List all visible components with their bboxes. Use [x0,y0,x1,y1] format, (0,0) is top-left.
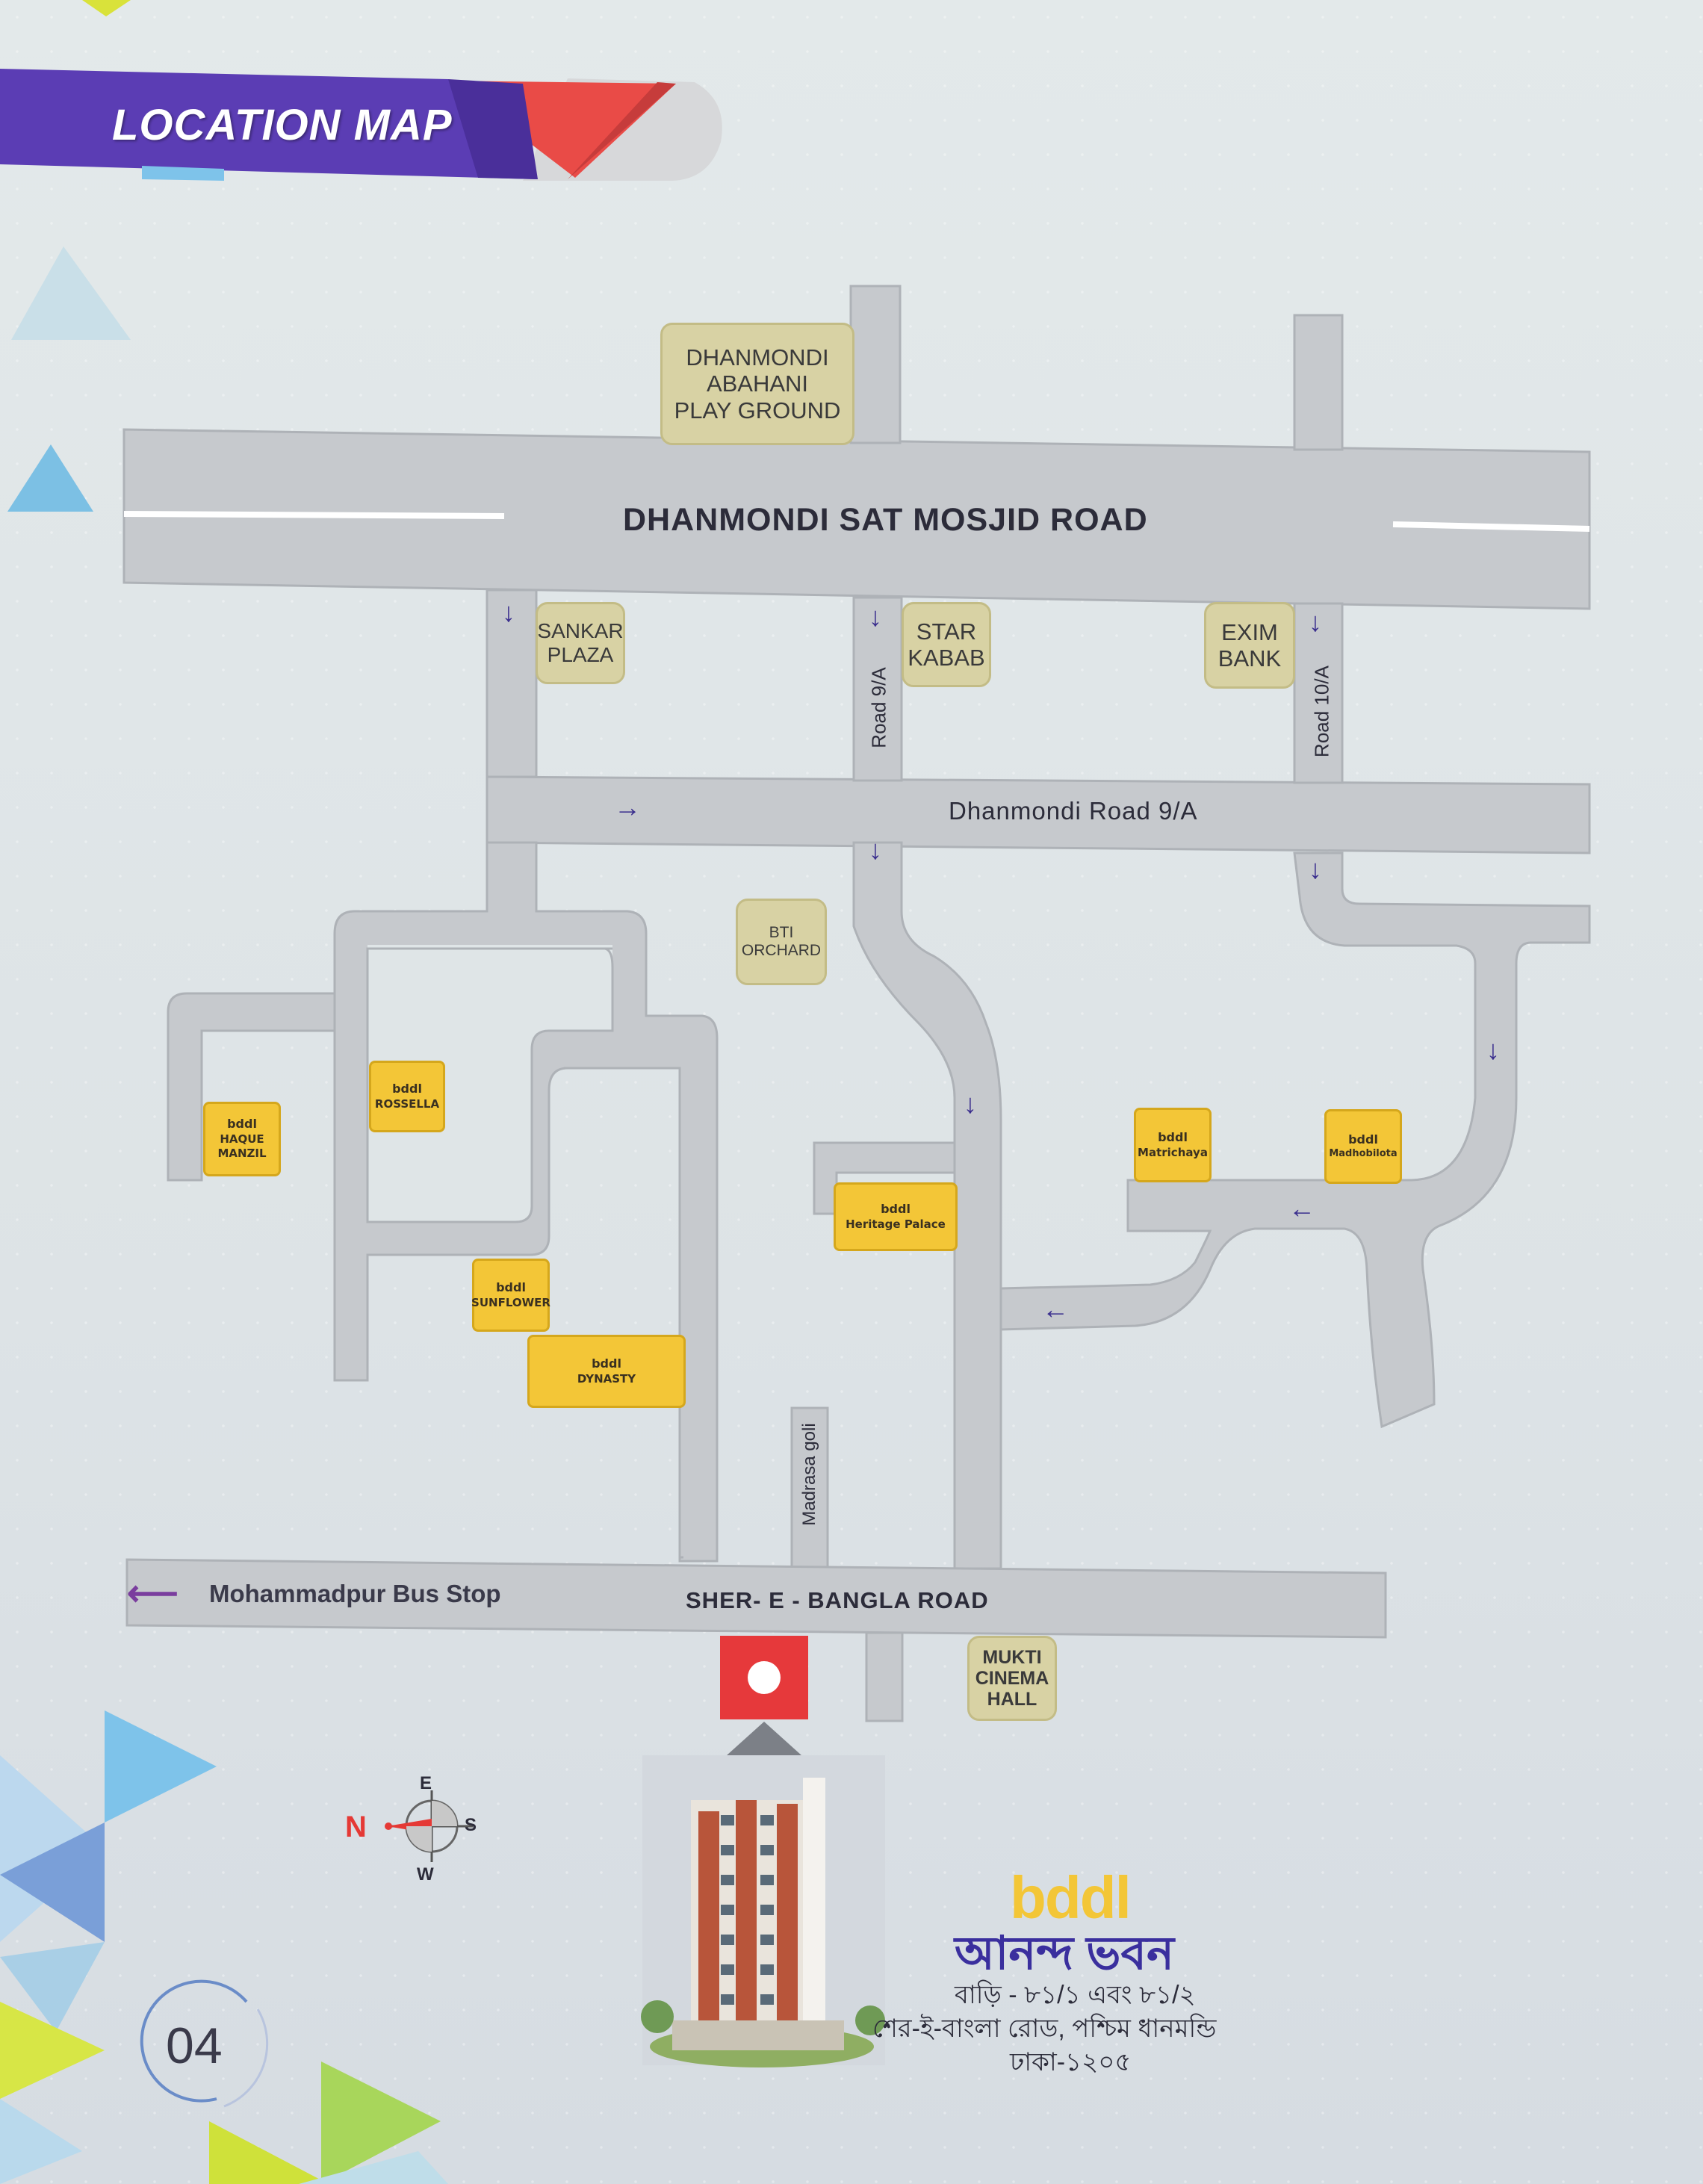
arrow-icon: ↓ [502,597,515,627]
road-stub-north-2 [1293,314,1344,451]
road-label-10a-vertical: Road 10/A [1310,666,1333,757]
road-madrasa-goli [790,1406,829,1574]
arrow-icon: ↓ [964,1088,977,1119]
brand-label: bddl [496,1279,526,1294]
compass-s-label: S [465,1815,477,1835]
road-label-madrasa-goli: Madrasa goli [799,1423,819,1526]
project-name: SUNFLOWER [471,1295,550,1309]
block-rossella [366,947,614,1223]
arrow-icon: ↓ [869,834,882,865]
road-label-9a: Dhanmondi Road 9/A [949,797,1198,825]
brand-label: bddl [1348,1132,1378,1147]
project-rossella: bddl ROSSELLA [369,1061,445,1132]
arrow-icon: ← [1288,1193,1315,1223]
arrow-icon: ↓ [1309,607,1322,637]
project-heritage-palace: bddl Heritage Palace [834,1182,958,1251]
arrow-icon: ← [1042,1294,1069,1324]
road-label-9a-vertical: Road 9/A [867,667,890,748]
compass-n-label: N [345,1811,367,1843]
brand-label: bddl [227,1117,257,1132]
building-image [641,1755,885,2067]
arrow-icon: ↓ [1309,854,1322,884]
landmark-sankar-plaza: SANKAR PLAZA [536,602,625,684]
landmark-star-kabab: STAR KABAB [902,602,991,687]
compass-e-label: E [420,1773,432,1793]
project-name: ROSSELLA [374,1096,440,1111]
compass-icon [385,1790,473,1862]
project-name: Heritage Palace [846,1217,946,1231]
arrow-icon: ↓ [869,601,882,632]
road-label-sat-mosjid: DHANMONDI SAT MOSJID ROAD [623,502,1148,538]
road-10a-vertical [1293,602,1344,784]
road-stub-north-1 [849,285,902,444]
project-madhobilota: bddl Madhobilota [1324,1109,1402,1184]
brand-logo: bddl [1010,1864,1132,1931]
brand-label: bddl [1158,1129,1188,1144]
road-west-vertical [486,589,538,778]
road-haque-branch [167,992,336,1182]
address-line-1: বাড়ি - ৮১/১ এবং ৮১/২ [955,1981,1196,2009]
project-haque-manzil: bddl HAQUE MANZIL [203,1102,281,1176]
project-name-bn: আনন্দ ভবন [955,1928,1175,1979]
compass-w-label: W [417,1864,434,1884]
arrow-icon: ↓ [1486,1034,1500,1065]
project-matrichaya: bddl Matrichaya [1134,1108,1212,1182]
page-title: LOCATION MAP [112,100,453,149]
road-9a-vertical [852,596,903,782]
page-number-ring [140,1979,269,2108]
project-name: Matrichaya [1138,1145,1208,1159]
landmark-bti-orchard: BTI ORCHARD [736,899,827,985]
road-stub-south [865,1631,904,1722]
project-sunflower: bddl SUNFLOWER [471,1259,550,1332]
project-dynasty: bddl DYNASTY [527,1335,686,1408]
brand-label: bddl [592,1356,621,1371]
decorative-triangles [0,0,448,2184]
brand-label: bddl [392,1081,422,1096]
page-number: 04 [166,2017,223,2074]
road-sher-e-bangla [125,1558,1387,1639]
road-label-sher-e-bangla: SHER- E - BANGLA ROAD [686,1587,989,1613]
project-name: DYNASTY [577,1371,636,1386]
road-central-curve [813,841,1002,1570]
project-name: Madhobilota [1329,1147,1398,1159]
road-sat-mosjid [122,428,1591,610]
road-east-curve [999,851,1591,1429]
arrow-icon: → [614,792,641,822]
location-pin-icon [720,1636,808,1755]
brand-label: bddl [881,1201,911,1216]
landmark-exim-bank: EXIM BANK [1204,602,1295,689]
address-line-2: শের-ই-বাংলা রোড, পশ্চিম ধানমন্ডি [872,2014,1217,2043]
bus-stop-label: Mohammadpur Bus Stop [209,1580,501,1607]
address-line-3: ঢাকা-১২০৫ [1010,2048,1132,2076]
header-ribbon [0,69,722,181]
road-9a-horizontal [486,775,1591,854]
landmark-mukti-cinema: MUKTI CINEMA HALL [967,1636,1057,1721]
project-name: HAQUE MANZIL [217,1132,267,1161]
arrow-icon: ⟵ [127,1574,179,1613]
landmark-abahani: DHANMONDI ABAHANI PLAY GROUND [660,323,854,445]
